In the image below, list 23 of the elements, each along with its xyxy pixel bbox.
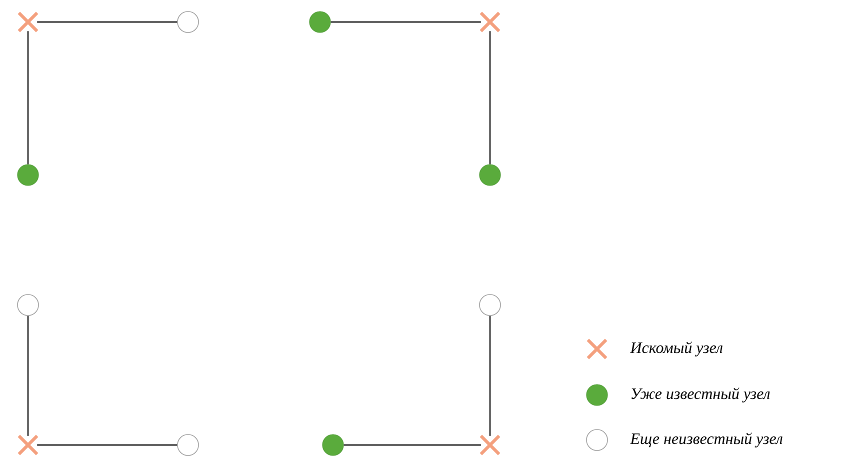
filled-circle [479,164,501,186]
connector-line [27,31,29,164]
legend-label: Еще неизвестный узел [630,432,782,448]
connector-line [27,316,29,436]
connector-line [330,21,481,23]
connector-line [489,31,491,164]
cross-mark [17,434,39,456]
filled-circle [17,164,39,186]
filled-circle [309,11,331,33]
open-circle [17,294,39,316]
legend-label: Уже известный узел [632,388,770,402]
connector-line [489,316,491,436]
cross-mark [479,11,501,33]
legend-label: Искомый узел [630,342,722,356]
connector-line [344,444,481,446]
cross-mark [479,434,501,456]
cross-mark [17,11,39,33]
open-circle [479,294,501,316]
open-circle [177,11,199,33]
open-circle [177,434,199,456]
filled-circle [322,434,344,456]
connector-line [37,444,178,446]
connector-line [37,21,178,23]
